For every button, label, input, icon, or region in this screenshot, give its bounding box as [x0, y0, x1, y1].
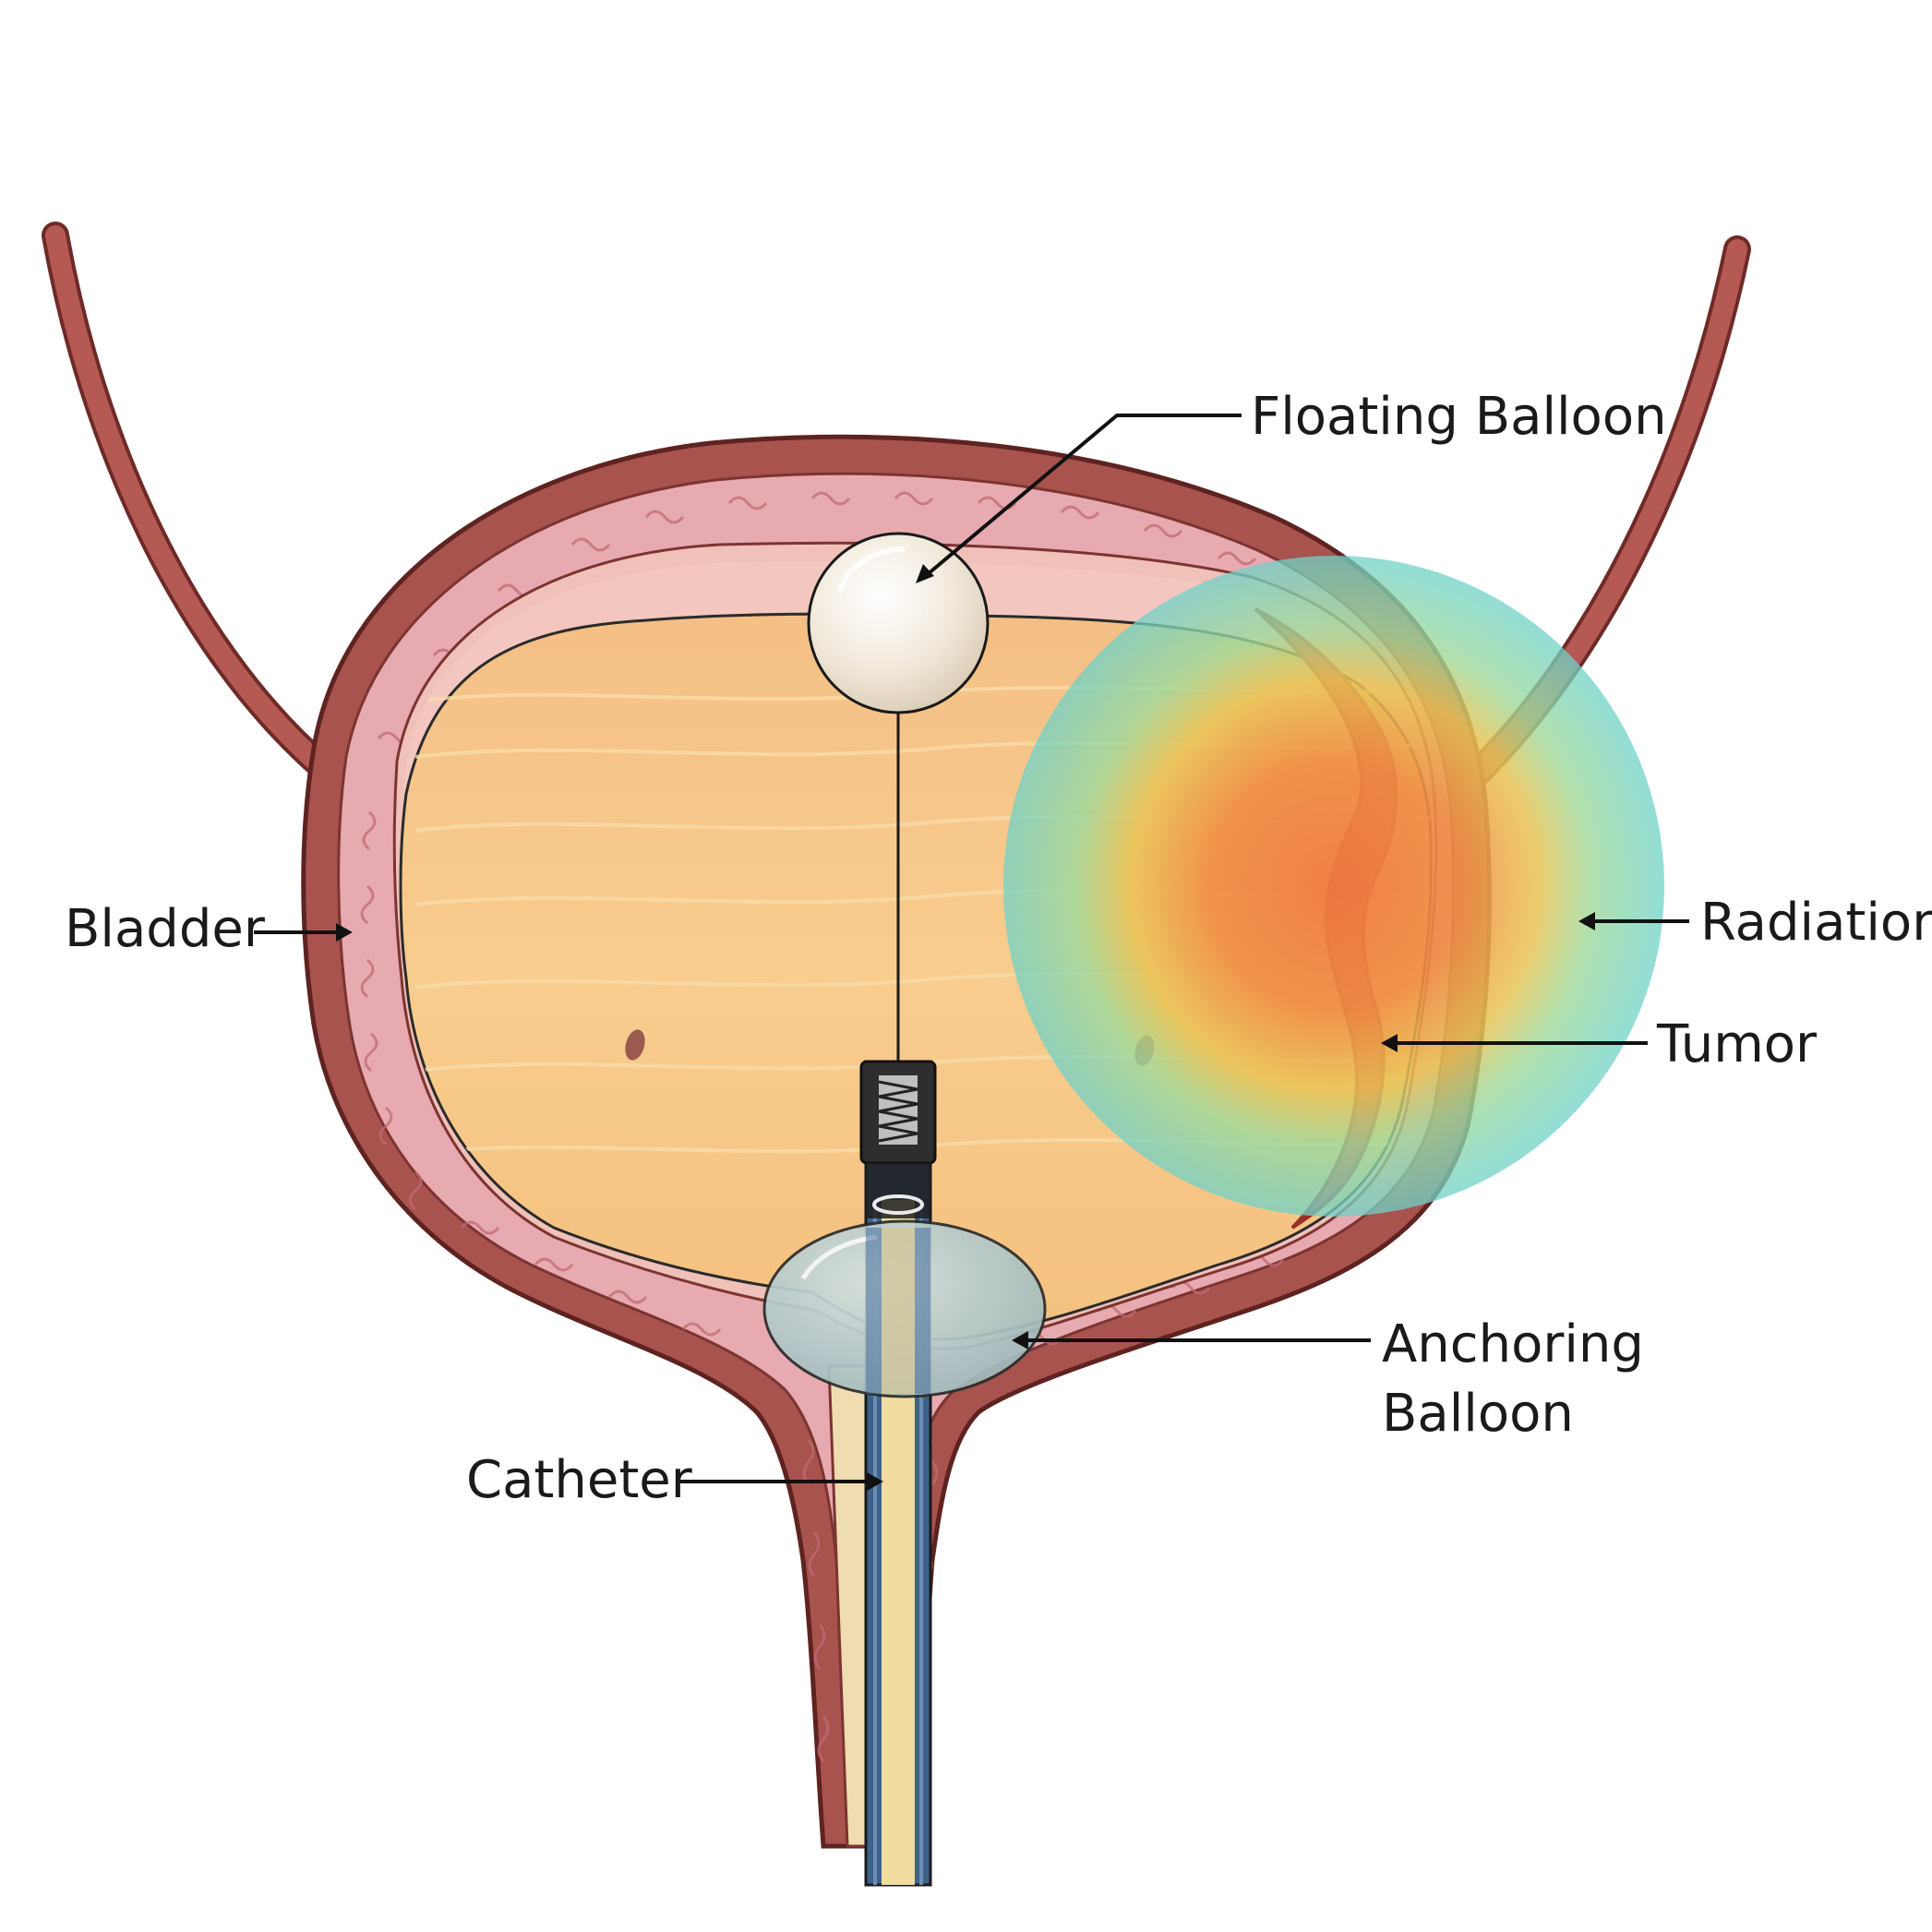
- label-anchoring-line1: Anchoring: [1382, 1314, 1644, 1374]
- radiation-field: [1003, 556, 1664, 1217]
- label-bladder: Bladder: [65, 899, 266, 959]
- label-radiation: Radiation: [1700, 893, 1932, 953]
- label-tumor: Tumor: [1656, 1014, 1818, 1074]
- catheter: [861, 1062, 935, 1885]
- label-floating-balloon: Floating Balloon: [1251, 387, 1667, 447]
- label-catheter: Catheter: [466, 1450, 693, 1510]
- anchoring-balloon: [764, 1221, 1045, 1397]
- left-ureter: [55, 235, 321, 766]
- label-anchoring-line2: Balloon: [1382, 1384, 1574, 1444]
